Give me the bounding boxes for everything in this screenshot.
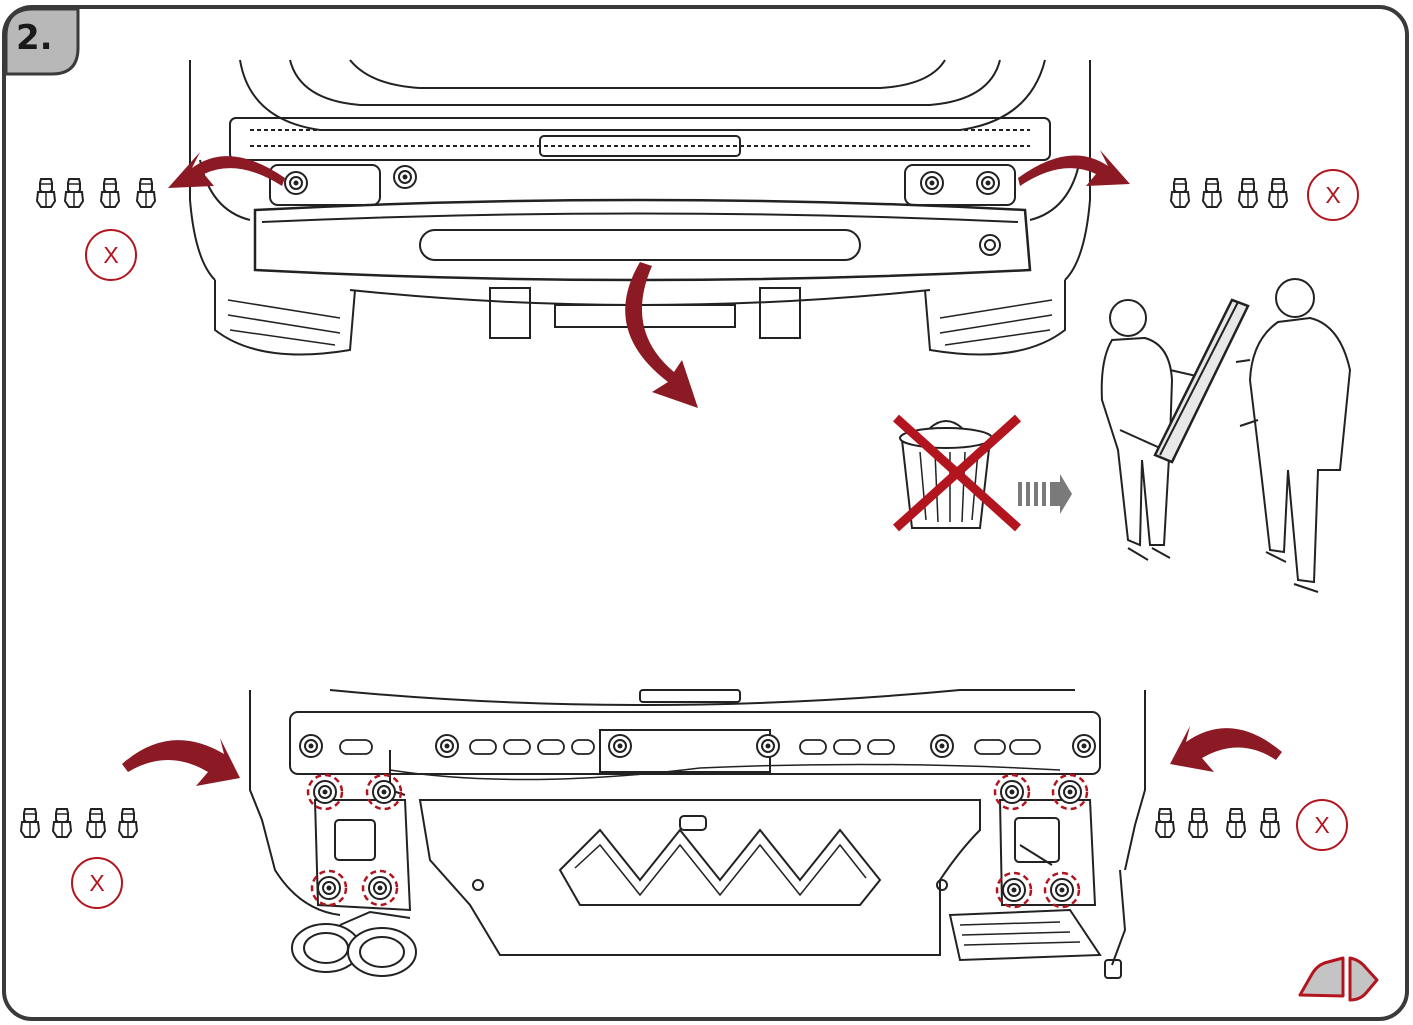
- step-number: 2.: [16, 18, 53, 58]
- bolt-icon: [1260, 808, 1280, 838]
- bolts-bottom-left: [20, 808, 138, 838]
- arrow-beam-down: [625, 262, 698, 408]
- bolts-bottom-right: [1155, 808, 1280, 838]
- bolt-icon: [86, 808, 106, 838]
- marker-x: X: [103, 242, 118, 268]
- bolt-icon: [1268, 178, 1288, 208]
- bolt-icon: [1170, 178, 1190, 208]
- no-trash-icon: [892, 414, 1022, 532]
- marker-x: X: [1314, 812, 1329, 838]
- arrow-remove-left: [168, 152, 285, 188]
- discard-marker-bottom-right: X: [1296, 799, 1348, 851]
- arrow-right-icon: [1018, 474, 1072, 514]
- bolt-icon: [20, 808, 40, 838]
- bolt-icon: [1226, 808, 1246, 838]
- bolt-icon: [64, 178, 84, 208]
- arrow-install-right: [1170, 726, 1282, 772]
- bolt-icon: [136, 178, 156, 208]
- highlighted-mount-nuts: [306, 773, 1089, 909]
- bolt-icon: [118, 808, 138, 838]
- discard-marker-top-right: X: [1307, 169, 1359, 221]
- bolt-icon: [1188, 808, 1208, 838]
- next-page-icon[interactable]: [1298, 956, 1379, 1002]
- arrow-remove-right: [1018, 150, 1130, 186]
- marker-x: X: [1325, 182, 1340, 208]
- bolts-top-left: [36, 178, 156, 208]
- step-tab: [4, 7, 80, 76]
- bolt-icon: [52, 808, 72, 838]
- top-mount-nuts: [284, 165, 1000, 195]
- discard-marker-bottom-left: X: [71, 857, 123, 909]
- bolt-icon: [36, 178, 56, 208]
- bolts-top-right: [1170, 178, 1288, 208]
- bolt-icon: [100, 178, 120, 208]
- bolt-icon: [1155, 808, 1175, 838]
- bolt-icon: [1238, 178, 1258, 208]
- page-frame: [2, 5, 1409, 1021]
- marker-x: X: [89, 870, 104, 896]
- arrow-install-left: [122, 738, 240, 786]
- two-people-handing-beam: [1100, 278, 1352, 593]
- bolt-icon: [1202, 178, 1222, 208]
- rear-panel-bottom: [249, 689, 1146, 979]
- discard-marker-top-left: X: [85, 229, 137, 281]
